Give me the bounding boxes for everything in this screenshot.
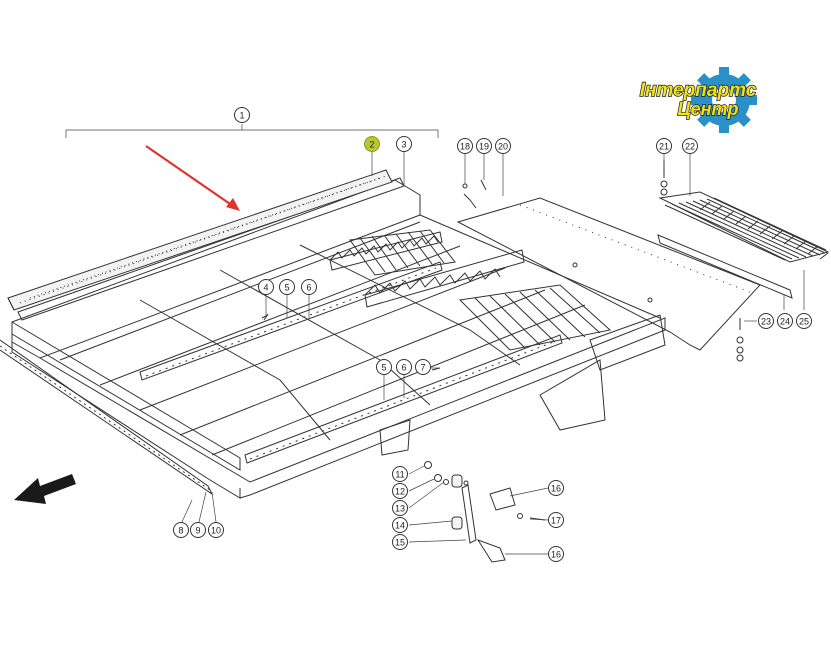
callout-label: 12 — [395, 487, 405, 497]
callout-6: 6 — [301, 279, 317, 295]
toothed-bars — [329, 231, 525, 308]
callout-19: 19 — [476, 138, 492, 154]
callout-25: 25 — [796, 313, 812, 329]
callout-13: 13 — [392, 500, 408, 516]
callout-label: 23 — [761, 317, 771, 327]
callout-label: 6 — [306, 283, 311, 293]
callout-21: 21 — [656, 138, 672, 154]
callout-label: 10 — [211, 526, 221, 536]
callout-label: 3 — [401, 140, 406, 150]
callout-6: 6 — [396, 359, 412, 375]
callout-2: 2 — [364, 136, 380, 152]
callout-14: 14 — [392, 517, 408, 533]
callout-8: 8 — [173, 522, 189, 538]
grate-sections — [349, 229, 612, 351]
callout-16: 16 — [548, 546, 564, 562]
callout-12: 12 — [392, 483, 408, 499]
callout-label: 8 — [178, 526, 183, 536]
callout-label: 6 — [401, 363, 406, 373]
callout-label: 19 — [479, 142, 489, 152]
callout-label: 16 — [551, 484, 561, 494]
callout-label: 11 — [395, 470, 404, 480]
red-pointer-arrow — [145, 145, 240, 211]
callout-3: 3 — [396, 136, 412, 152]
callout-23: 23 — [758, 313, 774, 329]
logo-line1: Інтерпартс — [640, 80, 757, 101]
assembly-bracket — [65, 124, 439, 138]
callout-label: 9 — [195, 526, 200, 536]
stiffener-rails — [139, 261, 563, 464]
callout-label: 13 — [395, 504, 405, 514]
leader-lines — [181, 152, 805, 555]
cover-plate — [456, 197, 761, 351]
callout-label: 14 — [395, 521, 405, 531]
callout-4: 4 — [258, 279, 274, 295]
callout-17: 17 — [548, 512, 564, 528]
callout-label: 20 — [498, 142, 508, 152]
callout-label: 2 — [369, 140, 374, 150]
direction-arrow-icon — [14, 474, 76, 504]
callout-label: 15 — [395, 538, 405, 548]
callout-label: 22 — [685, 142, 695, 152]
callout-9: 9 — [190, 522, 206, 538]
main-frame — [11, 177, 666, 499]
callout-label: 24 — [780, 317, 790, 327]
hardware-parts — [261, 160, 744, 563]
callout-18: 18 — [457, 138, 473, 154]
callout-label: 5 — [284, 283, 289, 293]
callout-11: 11 — [392, 466, 408, 482]
callout-label: 7 — [420, 363, 425, 373]
callout-5: 5 — [376, 359, 392, 375]
callout-label: 25 — [799, 317, 809, 327]
callout-label: 21 — [659, 142, 669, 152]
comb-rack — [657, 191, 830, 299]
side-rail — [0, 339, 214, 496]
callout-label: 5 — [381, 363, 386, 373]
callout-label: 4 — [263, 283, 268, 293]
callout-16: 16 — [548, 480, 564, 496]
callout-7: 7 — [415, 359, 431, 375]
callout-24: 24 — [777, 313, 793, 329]
callout-20: 20 — [495, 138, 511, 154]
callout-22: 22 — [682, 138, 698, 154]
callout-label: 16 — [551, 550, 561, 560]
callout-label: 17 — [551, 516, 561, 526]
callout-5: 5 — [279, 279, 295, 295]
callout-15: 15 — [392, 534, 408, 550]
rubber-strip — [7, 169, 393, 311]
callout-10: 10 — [208, 522, 224, 538]
company-logo: Інтерпартс Центр — [639, 67, 757, 133]
callout-label: 1 — [239, 111, 244, 121]
logo-line2: Центр — [677, 99, 738, 119]
callout-label: 18 — [460, 142, 470, 152]
callout-1: 1 — [234, 107, 250, 123]
